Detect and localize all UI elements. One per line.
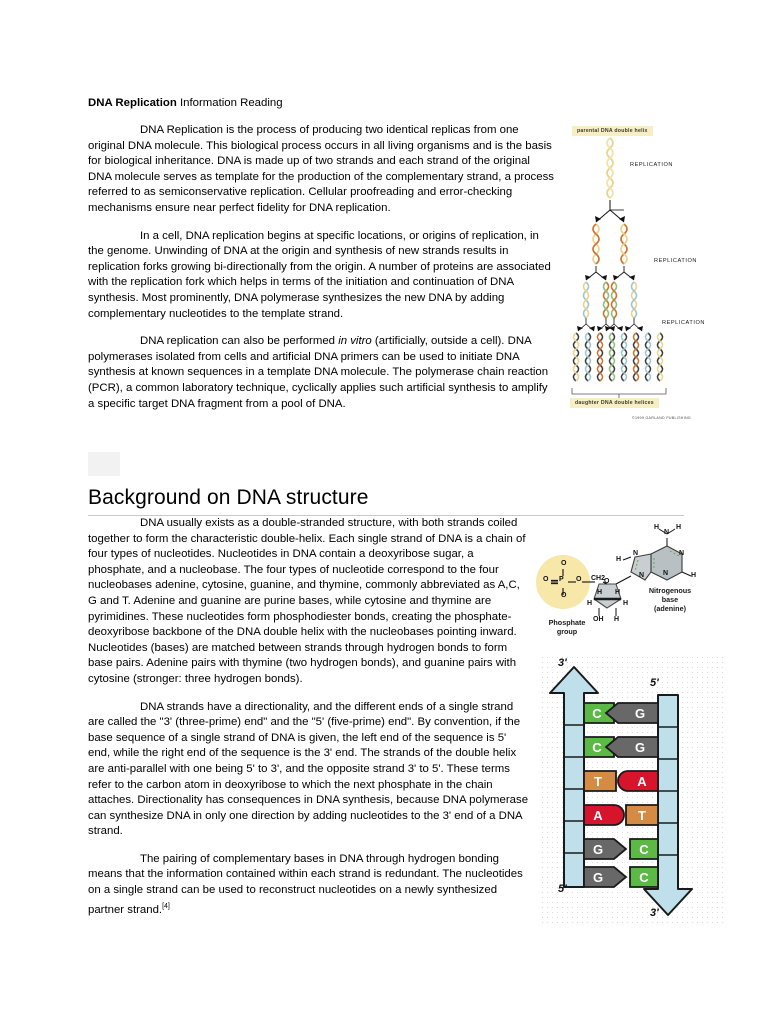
atom-sugar-h5: H: [614, 616, 620, 623]
svg-text:G: G: [635, 740, 645, 755]
paragraph-1: DNA Replication is the process of produc…: [88, 124, 554, 214]
base-pair-row-1: C G: [583, 702, 659, 724]
base-pair-row-4: A T: [583, 804, 659, 826]
svg-text:T: T: [638, 808, 646, 823]
base-label-line3: (adenine): [654, 604, 686, 613]
phosphate-label-line1: Phosphate: [548, 618, 586, 627]
atom-ch2: CH2: [591, 575, 606, 582]
atom-base-n9: N: [639, 572, 645, 579]
atom-oh: OH: [593, 616, 604, 623]
atom-sugar-h3: H: [587, 600, 593, 607]
atom-p: P: [559, 576, 564, 583]
section-text-block: DNA usually exists as a double-stranded …: [88, 516, 530, 930]
atom-sugar-h2: H: [615, 589, 621, 596]
phosphate-label-line2: group: [556, 627, 578, 636]
nitrogenous-base-label: Nitrogenous base (adenine): [633, 586, 707, 613]
intro-heading: DNA Replication Information Reading: [88, 96, 556, 111]
atom-o-left: O: [543, 576, 549, 583]
atom-base-n1: N: [679, 550, 685, 557]
left-backbone: [549, 666, 599, 888]
replication-label-3: REPLICATION: [662, 320, 705, 326]
paragraph-2: In a cell, DNA replication begins at spe…: [88, 229, 551, 320]
replication-tree-svg: [571, 137, 667, 398]
section-header-block: Background on DNA structure: [88, 452, 684, 516]
replication-label-1: REPLICATION: [630, 162, 673, 168]
copyright-notice: ©1999 GARLAND PUBLISHING: [632, 416, 691, 420]
svg-text:C: C: [639, 870, 649, 885]
base-pair-row-2: C G: [583, 736, 659, 758]
reference-marker: [4]: [162, 902, 170, 910]
horizontal-divider: [88, 515, 684, 516]
paragraph-3: DNA replication can also be performed in…: [88, 334, 556, 412]
section-paragraph-2: DNA strands have a directionality, and t…: [88, 700, 529, 838]
svg-text:C: C: [592, 706, 602, 721]
purine-five-ring: [630, 553, 652, 581]
svg-text:A: A: [593, 808, 603, 823]
parental-helix-caption: parental DNA double helix: [572, 126, 653, 136]
phosphate-group-label: Phosphate group: [531, 618, 603, 636]
section-paragraph-3-text: The pairing of complementary bases in DN…: [88, 852, 523, 916]
atom-base-n-amine: N: [664, 529, 670, 536]
placeholder-box: [88, 452, 120, 476]
svg-text:A: A: [637, 774, 647, 789]
paragraph-3-italic: in vitro: [338, 335, 372, 348]
left-strand-top-label: 3': [558, 657, 567, 669]
atom-o-top: O: [561, 560, 567, 567]
ladder-svg: C G C G T A A T: [549, 666, 693, 916]
base-label-line2: base: [661, 595, 679, 604]
intro-text-block: DNA Replication Information Reading DNA …: [88, 96, 556, 424]
base-pair-row-3: T A: [583, 770, 659, 792]
replication-label-2: REPLICATION: [654, 258, 697, 264]
atom-sugar-h1: H: [597, 589, 603, 596]
svg-text:G: G: [593, 842, 603, 857]
right-strand-top-label: 5': [650, 677, 659, 689]
svg-text:G: G: [593, 870, 603, 885]
intro-heading-rest: Information Reading: [176, 97, 283, 109]
phosphate-highlight-circle: [536, 555, 590, 609]
left-strand-bottom-label: 5': [558, 883, 567, 895]
base-pair-row-6: G C: [583, 866, 659, 888]
svg-text:T: T: [594, 774, 602, 789]
atom-base-n3: N: [663, 570, 669, 577]
section-paragraph-1: DNA usually exists as a double-stranded …: [88, 517, 526, 685]
svg-text:C: C: [639, 842, 649, 857]
atom-base-h3: H: [691, 572, 697, 579]
svg-text:G: G: [635, 706, 645, 721]
right-strand-bottom-label: 3': [650, 907, 659, 919]
nucleotide-svg: [536, 528, 692, 616]
atom-sugar-h4: H: [623, 600, 629, 607]
section-paragraph-3: The pairing of complementary bases in DN…: [88, 852, 530, 918]
paragraph-3-before: DNA replication can also be performed: [140, 335, 339, 348]
dna-replication-diagram: parental DNA double helix REPLICATION RE…: [562, 124, 708, 426]
atom-base-h1: H: [654, 524, 660, 531]
atom-base-h2: H: [676, 524, 682, 531]
intro-heading-bold: DNA Replication: [88, 97, 177, 109]
paragraph-3-after: (artificially, outside a cell). DNA poly…: [88, 335, 549, 410]
atom-ring-o: O: [604, 578, 610, 585]
nucleotide-structure-diagram: O P O O O CH2 O H H H H OH H H N H N N H…: [527, 524, 713, 646]
page-title: Background on DNA structure: [88, 486, 369, 509]
atom-o-bottom: O: [561, 592, 567, 599]
atom-o-ester: O: [576, 576, 582, 583]
base-pair-ladder-diagram: C G C G T A A T: [540, 655, 726, 927]
daughter-helices-caption: daughter DNA double helices: [570, 398, 659, 408]
base-pair-row-5: G C: [583, 838, 659, 860]
base-label-line1: Nitrogenous: [648, 586, 692, 595]
svg-text:C: C: [592, 740, 602, 755]
atom-base-h4: H: [616, 556, 622, 563]
right-backbone: [643, 694, 693, 916]
atom-base-n7: N: [633, 550, 639, 557]
deoxyribose-ring: [593, 583, 622, 609]
